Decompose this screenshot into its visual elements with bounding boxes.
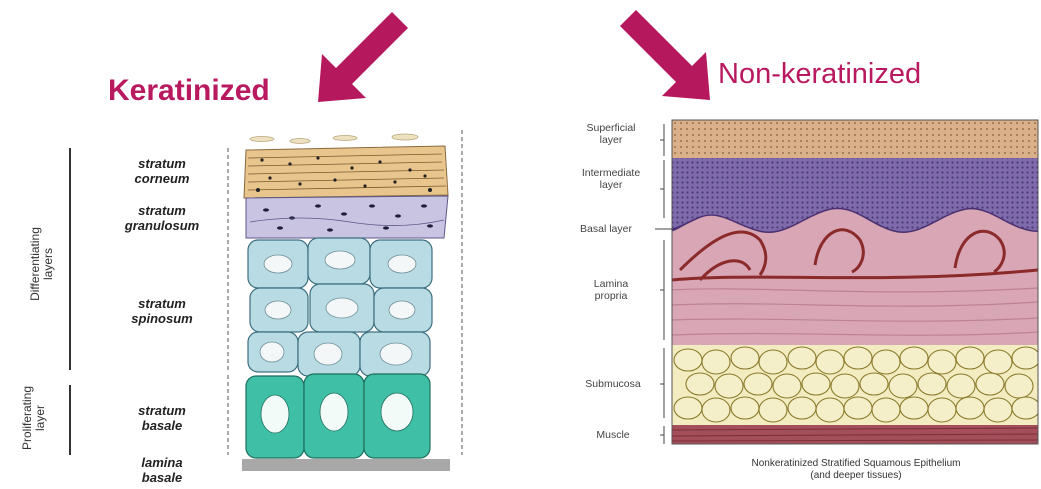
nk-label-muscle: Muscle: [568, 429, 658, 441]
nk-label-line: Intermediate: [566, 167, 656, 179]
caption-line: (and deeper tissues): [676, 470, 1036, 482]
nk-label-line: Submucosa: [568, 378, 658, 390]
nk-label-lamina-propria: Lamina propria: [566, 278, 656, 302]
nk-label-line: Muscle: [568, 429, 658, 441]
nk-label-submucosa: Submucosa: [568, 378, 658, 390]
nk-caption: Nonkeratinized Stratified Squamous Epith…: [676, 458, 1036, 482]
nk-label-basal: Basal layer: [561, 223, 651, 235]
nk-label-intermediate: Intermediate layer: [566, 167, 656, 191]
nk-label-line: Basal layer: [561, 223, 651, 235]
nk-label-line: layer: [566, 134, 656, 146]
nk-label-line: layer: [566, 179, 656, 191]
nk-label-superficial: Superficial layer: [566, 122, 656, 146]
nk-label-line: Superficial: [566, 122, 656, 134]
caption-line: Nonkeratinized Stratified Squamous Epith…: [676, 458, 1036, 470]
nk-label-line: propria: [566, 290, 656, 302]
nk-label-line: Lamina: [566, 278, 656, 290]
